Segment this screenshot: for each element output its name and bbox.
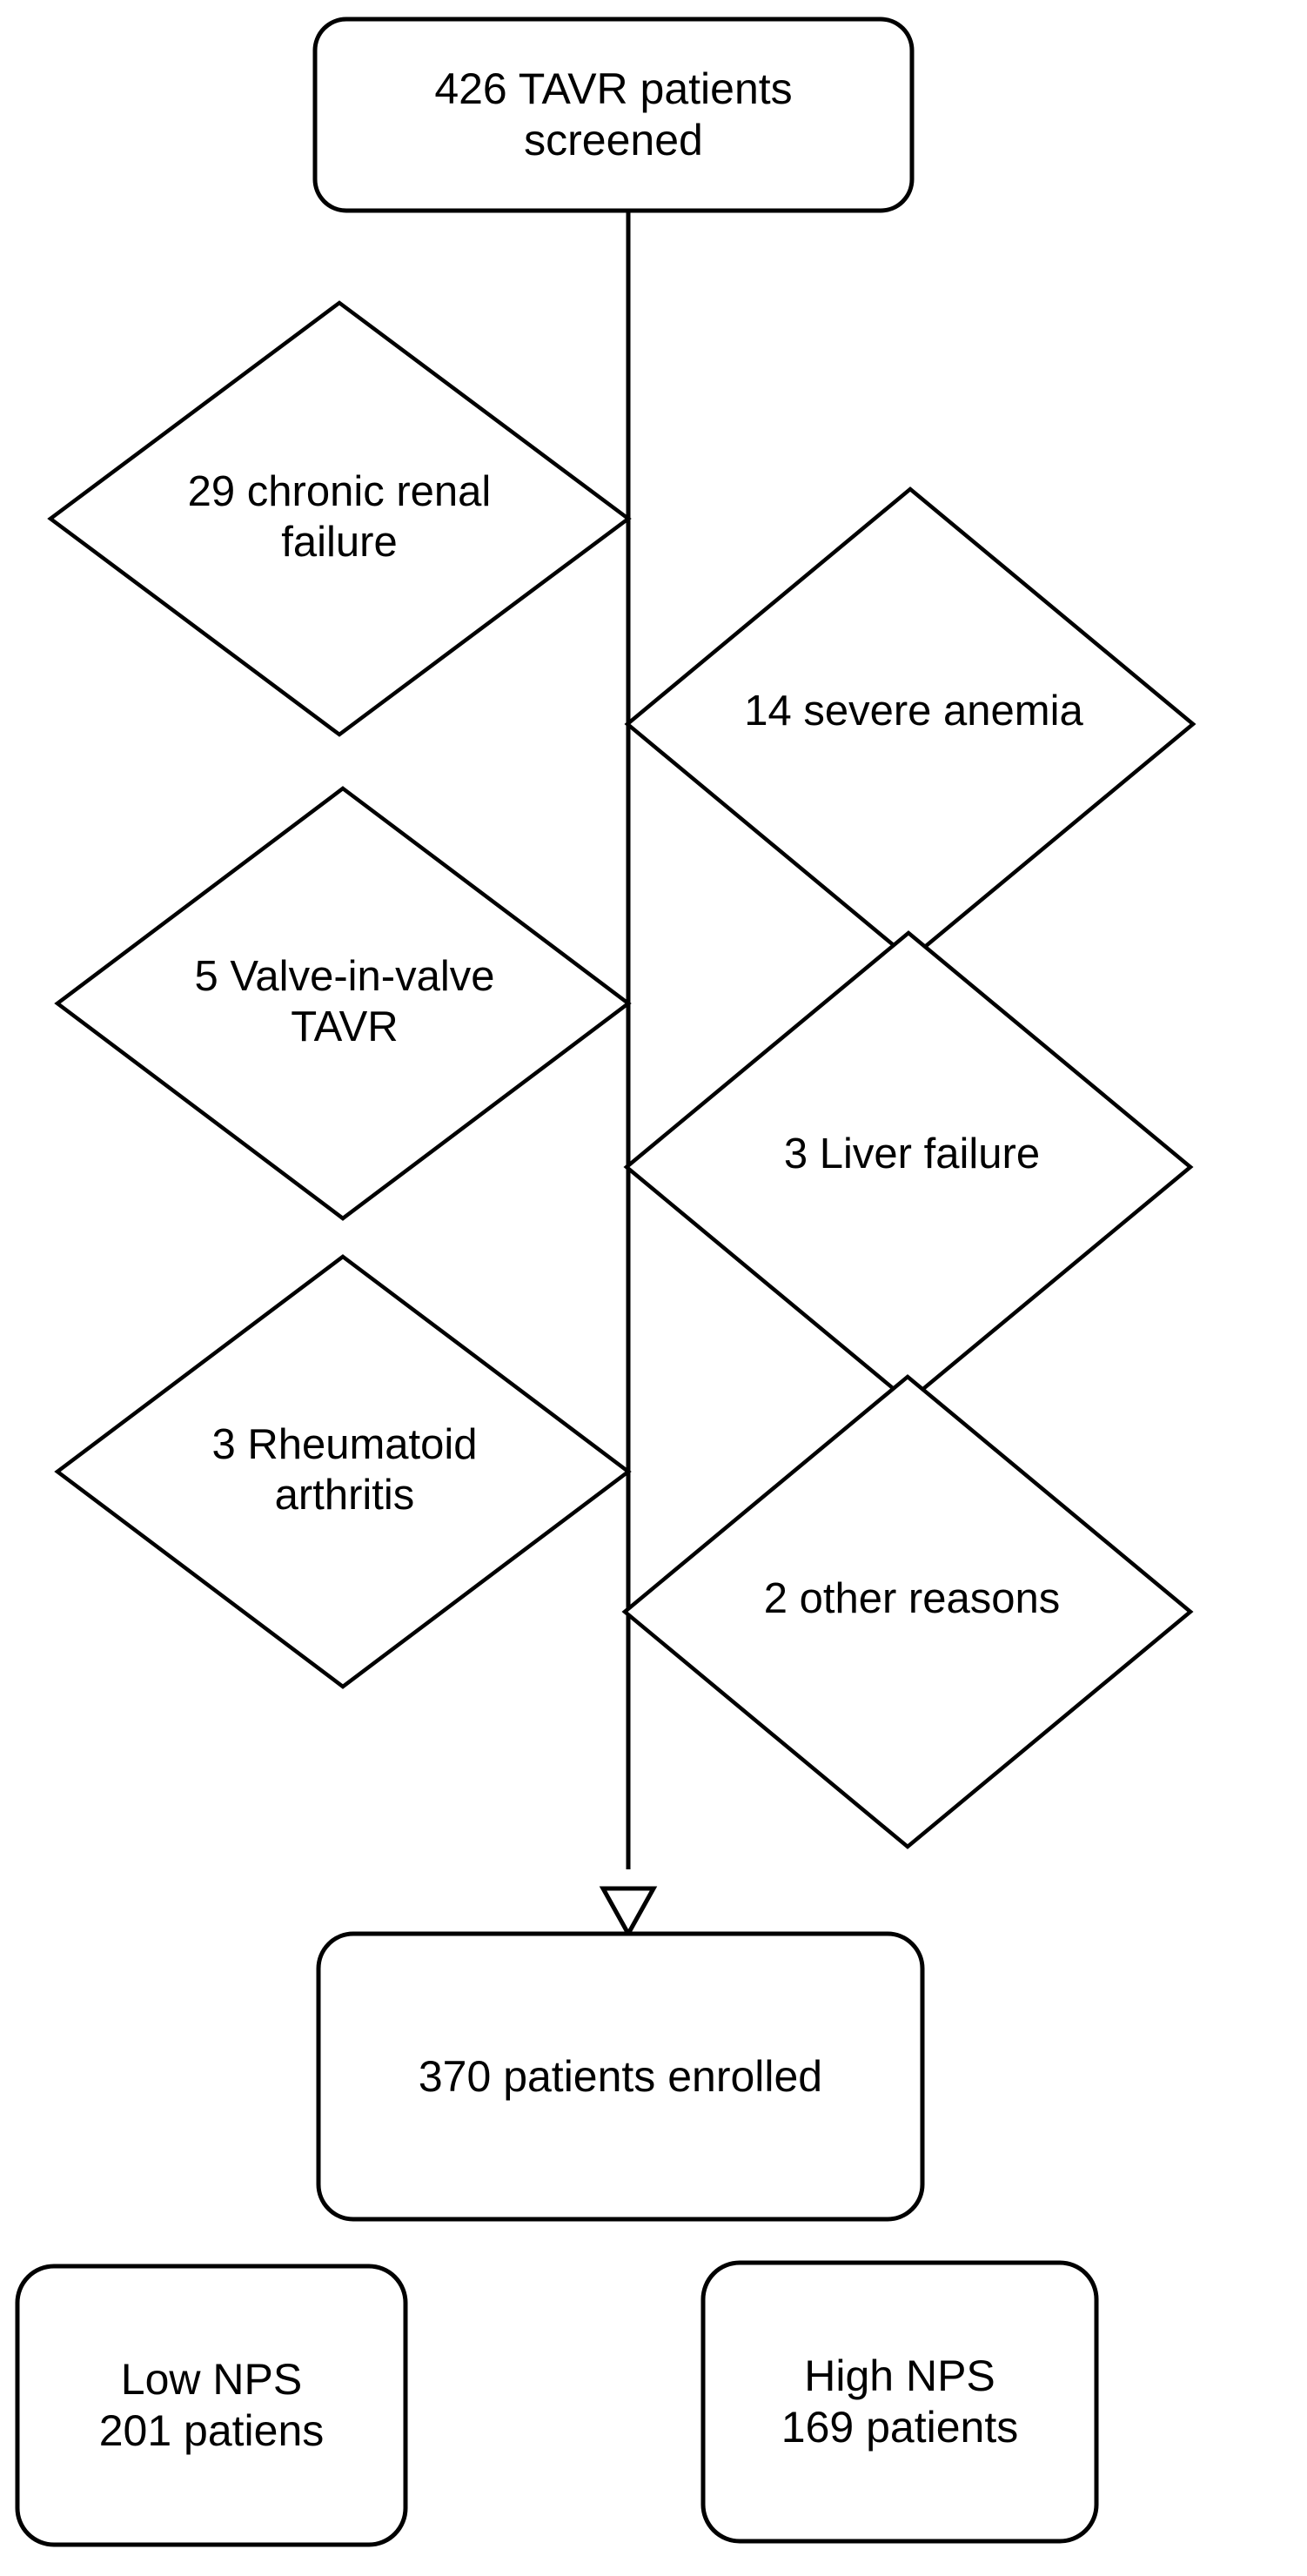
node-low-nps-shape[interactable] xyxy=(15,2264,408,2547)
node-high-nps-shape[interactable] xyxy=(700,2260,1099,2544)
node-screened-shape[interactable] xyxy=(312,17,915,213)
node-exclusion-5-shape[interactable] xyxy=(621,1374,1194,1849)
node-exclusion-2-shape[interactable] xyxy=(54,786,632,1221)
node-exclusion-3-shape[interactable] xyxy=(623,930,1194,1404)
node-exclusion-0-shape[interactable] xyxy=(47,300,632,737)
node-enrolled-shape[interactable] xyxy=(316,1931,925,2222)
node-exclusion-1-shape[interactable] xyxy=(624,486,1196,962)
arrowhead-down-icon xyxy=(599,1886,658,1939)
node-exclusion-4-shape[interactable] xyxy=(54,1254,632,1689)
